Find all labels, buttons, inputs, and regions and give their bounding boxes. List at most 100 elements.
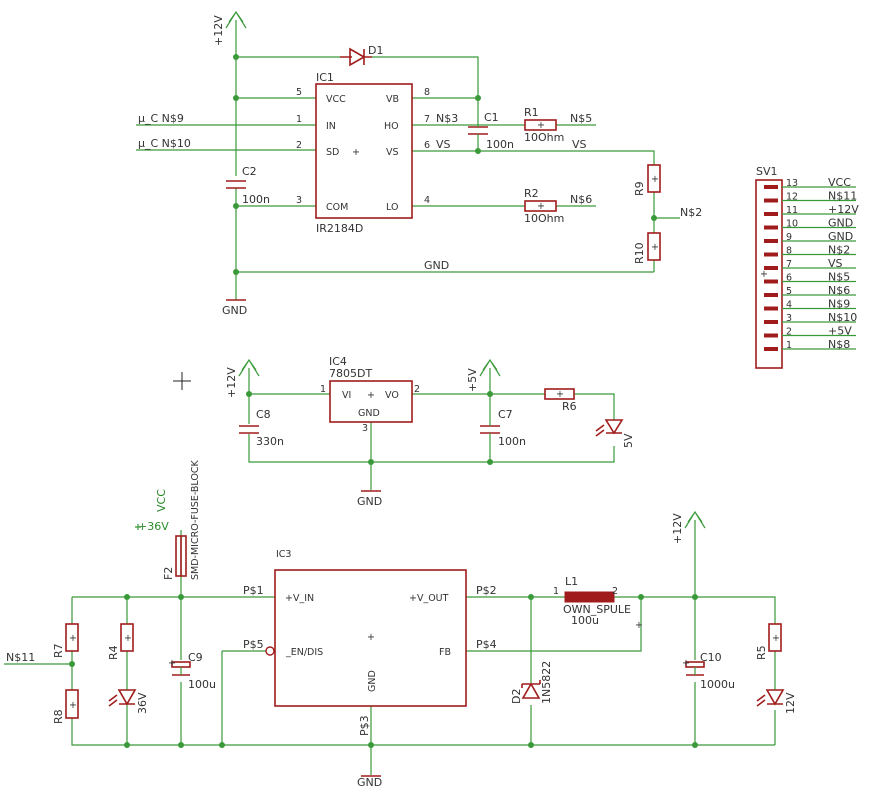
capacitor-c2: C2 100n	[226, 165, 270, 206]
capacitor-c8: C8 330n	[239, 408, 284, 448]
net-label-n11: N$11	[6, 651, 35, 664]
sv1-pin-number: 6	[786, 273, 792, 284]
c10-label: C10	[700, 651, 722, 664]
sv1-pin	[764, 279, 778, 284]
ic3-pad-3: P$3	[358, 715, 371, 736]
capacitor-c9: + C9 100u	[168, 651, 216, 691]
ic3-pin-fb: FB	[439, 647, 451, 658]
cursor-crosshair	[173, 372, 191, 390]
net-label-muc-n9: µ_C N$9	[138, 112, 184, 125]
sv1-pin-label: N$5	[828, 271, 850, 284]
ic1-pin-in: IN	[326, 121, 336, 132]
svg-text:+: +	[635, 620, 643, 631]
ic1-pin-sd: SD	[326, 147, 339, 158]
sv1-pin-number: 11	[786, 205, 798, 216]
sv1-pin-label: N$6	[828, 284, 850, 297]
ic4-value: 7805DT	[329, 367, 372, 380]
ic1-pinnum-1: 1	[296, 114, 302, 125]
sv1-pin-label: N$8	[828, 338, 850, 351]
net-label-n2: N$2	[680, 206, 702, 219]
net-label-gnd: GND	[424, 259, 449, 272]
sv1-pin-label: N$10	[828, 311, 857, 324]
sv1-pin-label: N$11	[828, 190, 857, 203]
sv1-pin-label: N$9	[828, 298, 850, 311]
sv1-pin-number: 4	[786, 300, 792, 311]
ic3-name: IC3	[276, 549, 291, 560]
resistor-r5: + R5	[755, 623, 782, 660]
capacitor-c1: C1 100n	[468, 111, 514, 151]
svg-text:+: +	[760, 269, 768, 280]
sv1-pin-number: 1	[786, 340, 792, 351]
resistor-r10: + R10	[633, 232, 661, 264]
r9-label: R9	[633, 181, 646, 196]
d2-label: D2	[510, 689, 523, 704]
c8-value: 330n	[256, 435, 284, 448]
svg-text:+: +	[124, 633, 132, 644]
ic1-pin-lo: LO	[386, 202, 398, 213]
c2-value: 100n	[242, 193, 270, 206]
ic1-pin-vs: VS	[386, 147, 399, 158]
r5-label: R5	[755, 645, 768, 660]
ic1-ir2184: IC1 IR2184D VCC IN SD COM VB HO VS LO 5 …	[296, 71, 430, 235]
led-5v: 5V	[595, 419, 635, 448]
sv1-pin	[764, 306, 778, 311]
sv1-pin-label: +12V	[828, 203, 859, 216]
c10-value: 1000u	[700, 678, 735, 691]
ic1-name: IC1	[316, 71, 334, 84]
p12v-supply-arrow-1: +12V	[212, 10, 247, 46]
net-label-muc-n10: µ_C N$10	[138, 137, 191, 150]
regulator-section: +12V +5V IC4 7805DT VI GND VO 1 3 2 + GN…	[225, 355, 635, 508]
led-36v-label: 36V	[136, 692, 149, 714]
sv1-pin-label: +5V	[828, 325, 852, 338]
sv1-pin-label: N$2	[828, 244, 850, 257]
resistor-r9: + R9	[633, 164, 661, 196]
ic1-pin-com: COM	[326, 202, 348, 213]
ic1-pinnum-3: 3	[296, 195, 302, 206]
sv1-pin	[764, 239, 778, 243]
c2-label: C2	[242, 165, 257, 178]
c8-label: C8	[256, 408, 271, 421]
ic3-pad-1: P$1	[243, 584, 264, 597]
sv1-pin	[764, 293, 778, 297]
c1-label: C1	[484, 111, 499, 124]
p5v-label: +5V	[466, 368, 479, 392]
resistor-r1: + R1 10Ohm	[524, 106, 564, 144]
net-label-n6: N$6	[570, 193, 592, 206]
svg-text:+: +	[537, 120, 545, 131]
f2-label: F2	[162, 567, 175, 580]
sv1-pin-number: 5	[786, 286, 792, 297]
diode-d1: D1	[340, 44, 383, 67]
ic3-buck: IC3 +V_IN _EN/DIS GND +V_OUT FB P$1 P$5 …	[243, 549, 497, 736]
ic4-pinnum-2: 2	[414, 384, 420, 395]
d2-value: 1N5822	[540, 661, 553, 704]
sv1-pin-number: 3	[786, 313, 792, 324]
ic1-pinnum-8: 8	[424, 87, 430, 98]
sv1-pin-number: 12	[786, 192, 798, 203]
p12v-supply-arrow-2: +12V	[225, 358, 260, 398]
l1-pin2: 2	[612, 586, 618, 597]
r2-label: R2	[524, 187, 539, 200]
l1-value2: 100u	[571, 614, 599, 627]
buck-section: VCC +36V +12V N$11 F2 SMD-MICRO-FUSE-BLO…	[4, 460, 797, 789]
c7-label: C7	[498, 408, 513, 421]
ic3-pin-gnd: GND	[367, 670, 378, 692]
ic4-7805: IC4 7805DT VI GND VO 1 3 2 +	[320, 355, 420, 434]
sv1-pin-number: 7	[786, 259, 792, 270]
svg-text:+: +	[651, 242, 659, 253]
c1-value: 100n	[486, 138, 514, 151]
svg-text:+: +	[168, 658, 176, 669]
svg-text:+: +	[352, 147, 360, 158]
sv1-pin	[764, 347, 778, 351]
inductor-l1: L1 OWN_SPULE 100u 1 2 +	[553, 575, 643, 631]
p12v-supply-arrow-3: +12V	[671, 510, 706, 544]
c7-value: 100n	[498, 435, 526, 448]
c9-value: 100u	[188, 678, 216, 691]
sv1-pin	[764, 252, 778, 257]
sv1-pin-number: 10	[786, 219, 798, 230]
f2-value: SMD-MICRO-FUSE-BLOCK	[190, 460, 201, 580]
ic1-pinnum-6: 6	[424, 140, 430, 151]
sv1-pin-label: GND	[828, 217, 853, 230]
led-5v-label: 5V	[622, 433, 635, 448]
